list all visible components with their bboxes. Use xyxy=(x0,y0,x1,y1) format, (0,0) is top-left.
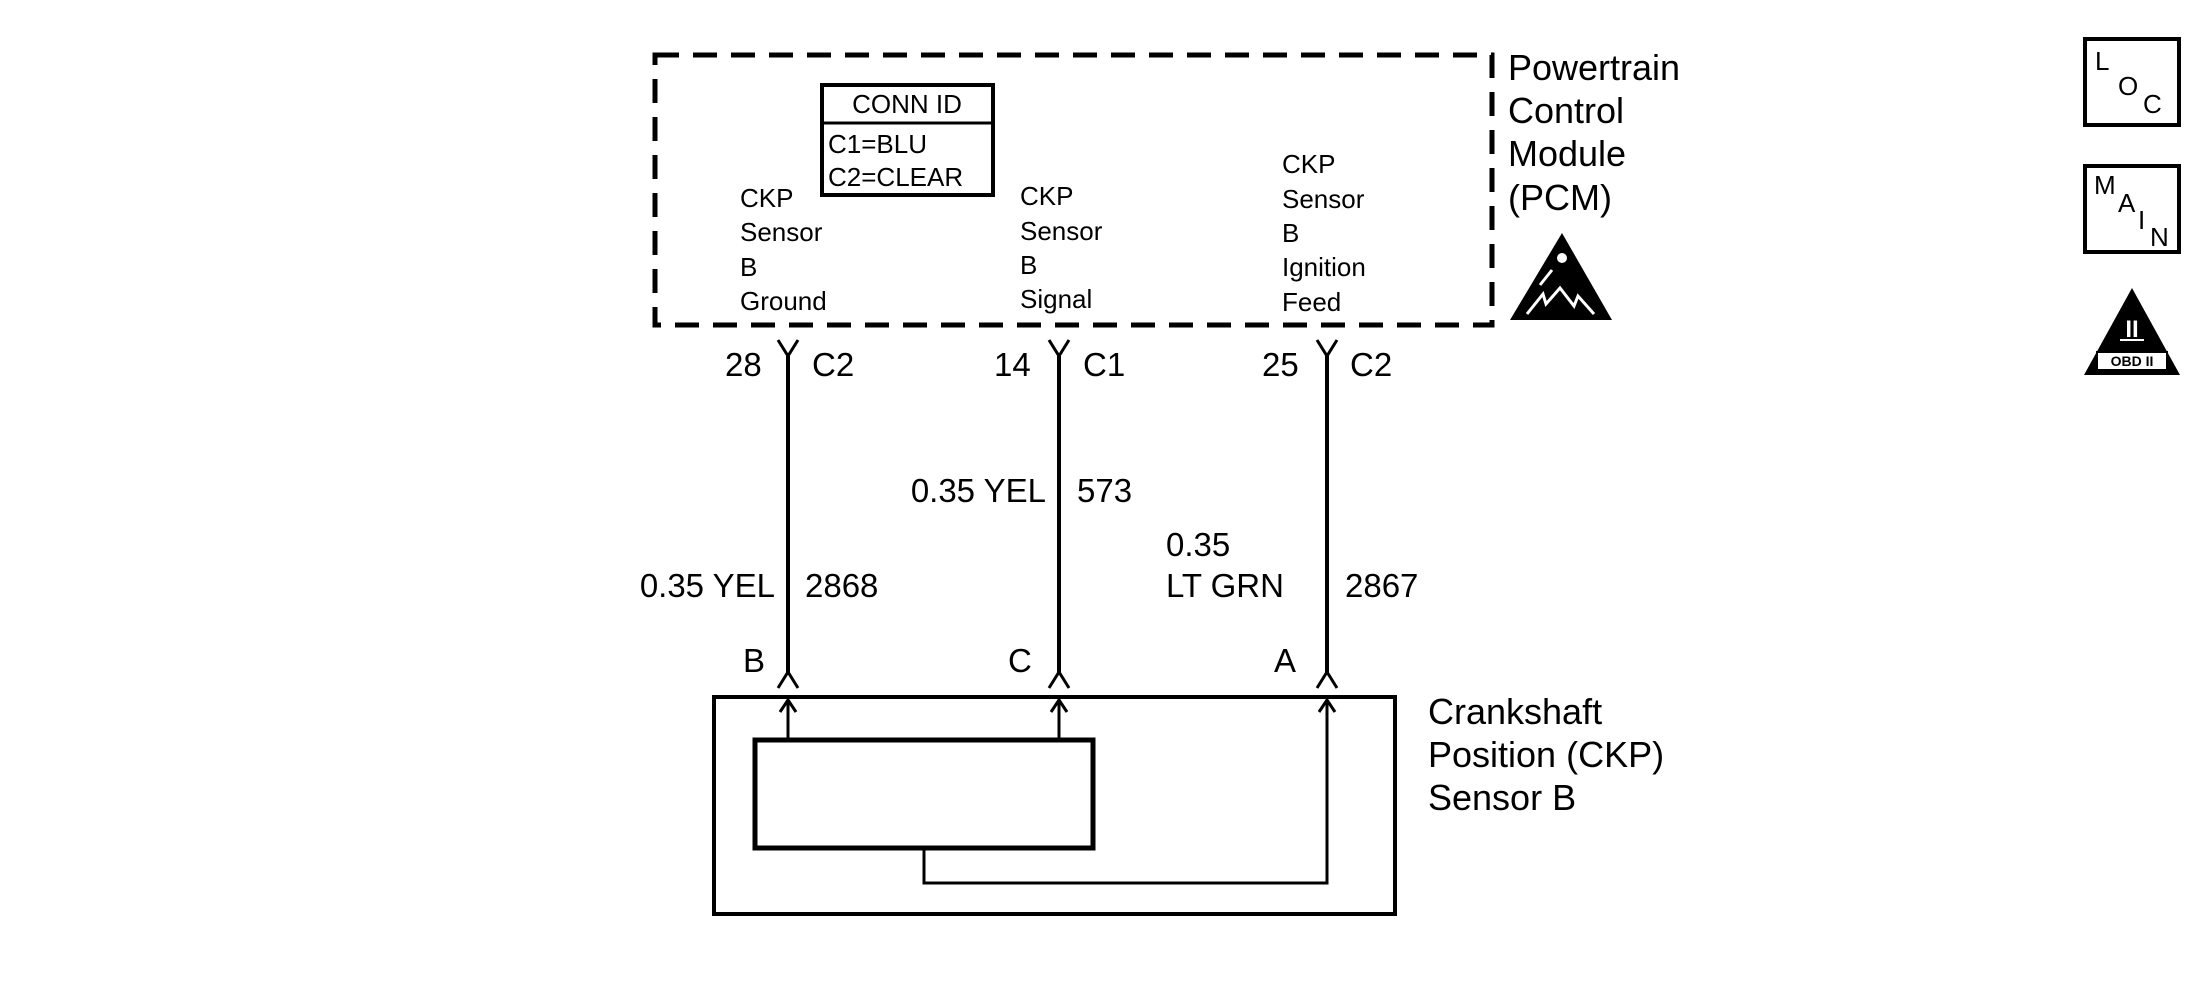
main-icon-letter-a: A xyxy=(2118,188,2136,218)
wire-signal: 14 C1 0.35 YEL 573 C xyxy=(911,339,1132,689)
obd-ii-icon-numeral: II xyxy=(2125,316,2138,343)
conn-id-box: CONN ID C1=BLU C2=CLEAR xyxy=(820,83,995,197)
wire-feed-gauge: 0.35 xyxy=(1166,526,1230,563)
loc-icon-letter-c: C xyxy=(2143,89,2162,119)
loc-icon-letter-l: L xyxy=(2095,46,2109,76)
wire-signal-circuit-number: 573 xyxy=(1077,472,1132,509)
circuit-label-signal-line-3: B xyxy=(1020,250,1037,280)
pcm-outline xyxy=(652,52,1495,328)
pcm-title-line-1: Powertrain xyxy=(1508,47,1680,88)
conn-id-row-c2: C2=CLEAR xyxy=(828,162,963,192)
circuit-label-ground-line-3: B xyxy=(740,252,757,282)
circuit-label-feed-line-1: CKP xyxy=(1282,149,1335,179)
main-icon[interactable]: M A I N xyxy=(2083,164,2181,254)
obd-ii-icon[interactable]: II OBD II xyxy=(2084,288,2180,375)
circuit-label-feed-line-5: Feed xyxy=(1282,287,1341,317)
loc-icon[interactable]: L O C xyxy=(2083,37,2181,127)
main-icon-letter-i: I xyxy=(2138,205,2145,235)
wire-ignition-feed: 25 C2 0.35 LT GRN 2867 A xyxy=(1166,339,1418,689)
circuit-label-signal-line-2: Sensor xyxy=(1020,216,1103,246)
circuit-label-feed-line-2: Sensor xyxy=(1282,184,1365,214)
pcm-title: Powertrain Control Module (PCM) xyxy=(1508,47,1680,218)
wire-feed-circuit-number: 2867 xyxy=(1345,567,1418,604)
pin-number-25: 25 xyxy=(1262,346,1299,383)
circuit-label-ignition-feed: CKP Sensor B Ignition Feed xyxy=(1282,149,1366,317)
loc-icon-letter-o: O xyxy=(2118,71,2138,101)
ckp-sensor-title: Crankshaft Position (CKP) Sensor B xyxy=(1428,691,1664,818)
ckp-sensor-outline xyxy=(712,695,1397,916)
ckp-sensor-element xyxy=(752,737,1096,851)
main-icon-letter-m: M xyxy=(2094,170,2116,200)
sensor-title-line-2: Position (CKP) xyxy=(1428,734,1664,775)
sensor-internal-wiring xyxy=(778,697,1337,885)
circuit-label-ground-line-4: Ground xyxy=(740,286,827,316)
connector-c1-signal: C1 xyxy=(1083,346,1125,383)
wire-feed-color: LT GRN xyxy=(1166,567,1284,604)
sensor-title-line-1: Crankshaft xyxy=(1428,691,1602,732)
wire-ground: 28 C2 0.35 YEL 2868 B xyxy=(640,339,878,689)
conn-id-row-c1: C1=BLU xyxy=(828,129,927,159)
main-icon-letter-n: N xyxy=(2150,222,2169,252)
circuit-label-feed-line-4: Ignition xyxy=(1282,252,1366,282)
conn-id-header: CONN ID xyxy=(852,89,962,119)
wire-ground-circuit-number: 2868 xyxy=(805,567,878,604)
connector-c2-feed: C2 xyxy=(1350,346,1392,383)
circuit-label-ground: CKP Sensor B Ground xyxy=(740,183,827,316)
sensor-title-line-3: Sensor B xyxy=(1428,777,1576,818)
terminal-a: A xyxy=(1274,642,1296,679)
circuit-label-ground-line-2: Sensor xyxy=(740,217,823,247)
terminal-c: C xyxy=(1008,642,1032,679)
esd-warning-icon xyxy=(1510,233,1612,320)
obd-ii-icon-label: OBD II xyxy=(2111,353,2154,369)
circuit-label-feed-line-3: B xyxy=(1282,218,1299,248)
pcm-title-line-2: Control xyxy=(1508,90,1624,131)
pcm-title-line-3: Module xyxy=(1508,133,1626,174)
wire-signal-color: 0.35 YEL xyxy=(911,472,1046,509)
circuit-label-ground-line-1: CKP xyxy=(740,183,793,213)
circuit-label-signal-line-1: CKP xyxy=(1020,181,1073,211)
circuit-label-signal: CKP Sensor B Signal xyxy=(1020,181,1103,314)
circuit-label-signal-line-4: Signal xyxy=(1020,284,1092,314)
terminal-b: B xyxy=(743,642,765,679)
pin-number-28: 28 xyxy=(725,346,762,383)
wire-ground-color: 0.35 YEL xyxy=(640,567,775,604)
pcm-title-line-4: (PCM) xyxy=(1508,177,1612,218)
pin-number-14: 14 xyxy=(994,346,1031,383)
connector-c2-ground: C2 xyxy=(812,346,854,383)
